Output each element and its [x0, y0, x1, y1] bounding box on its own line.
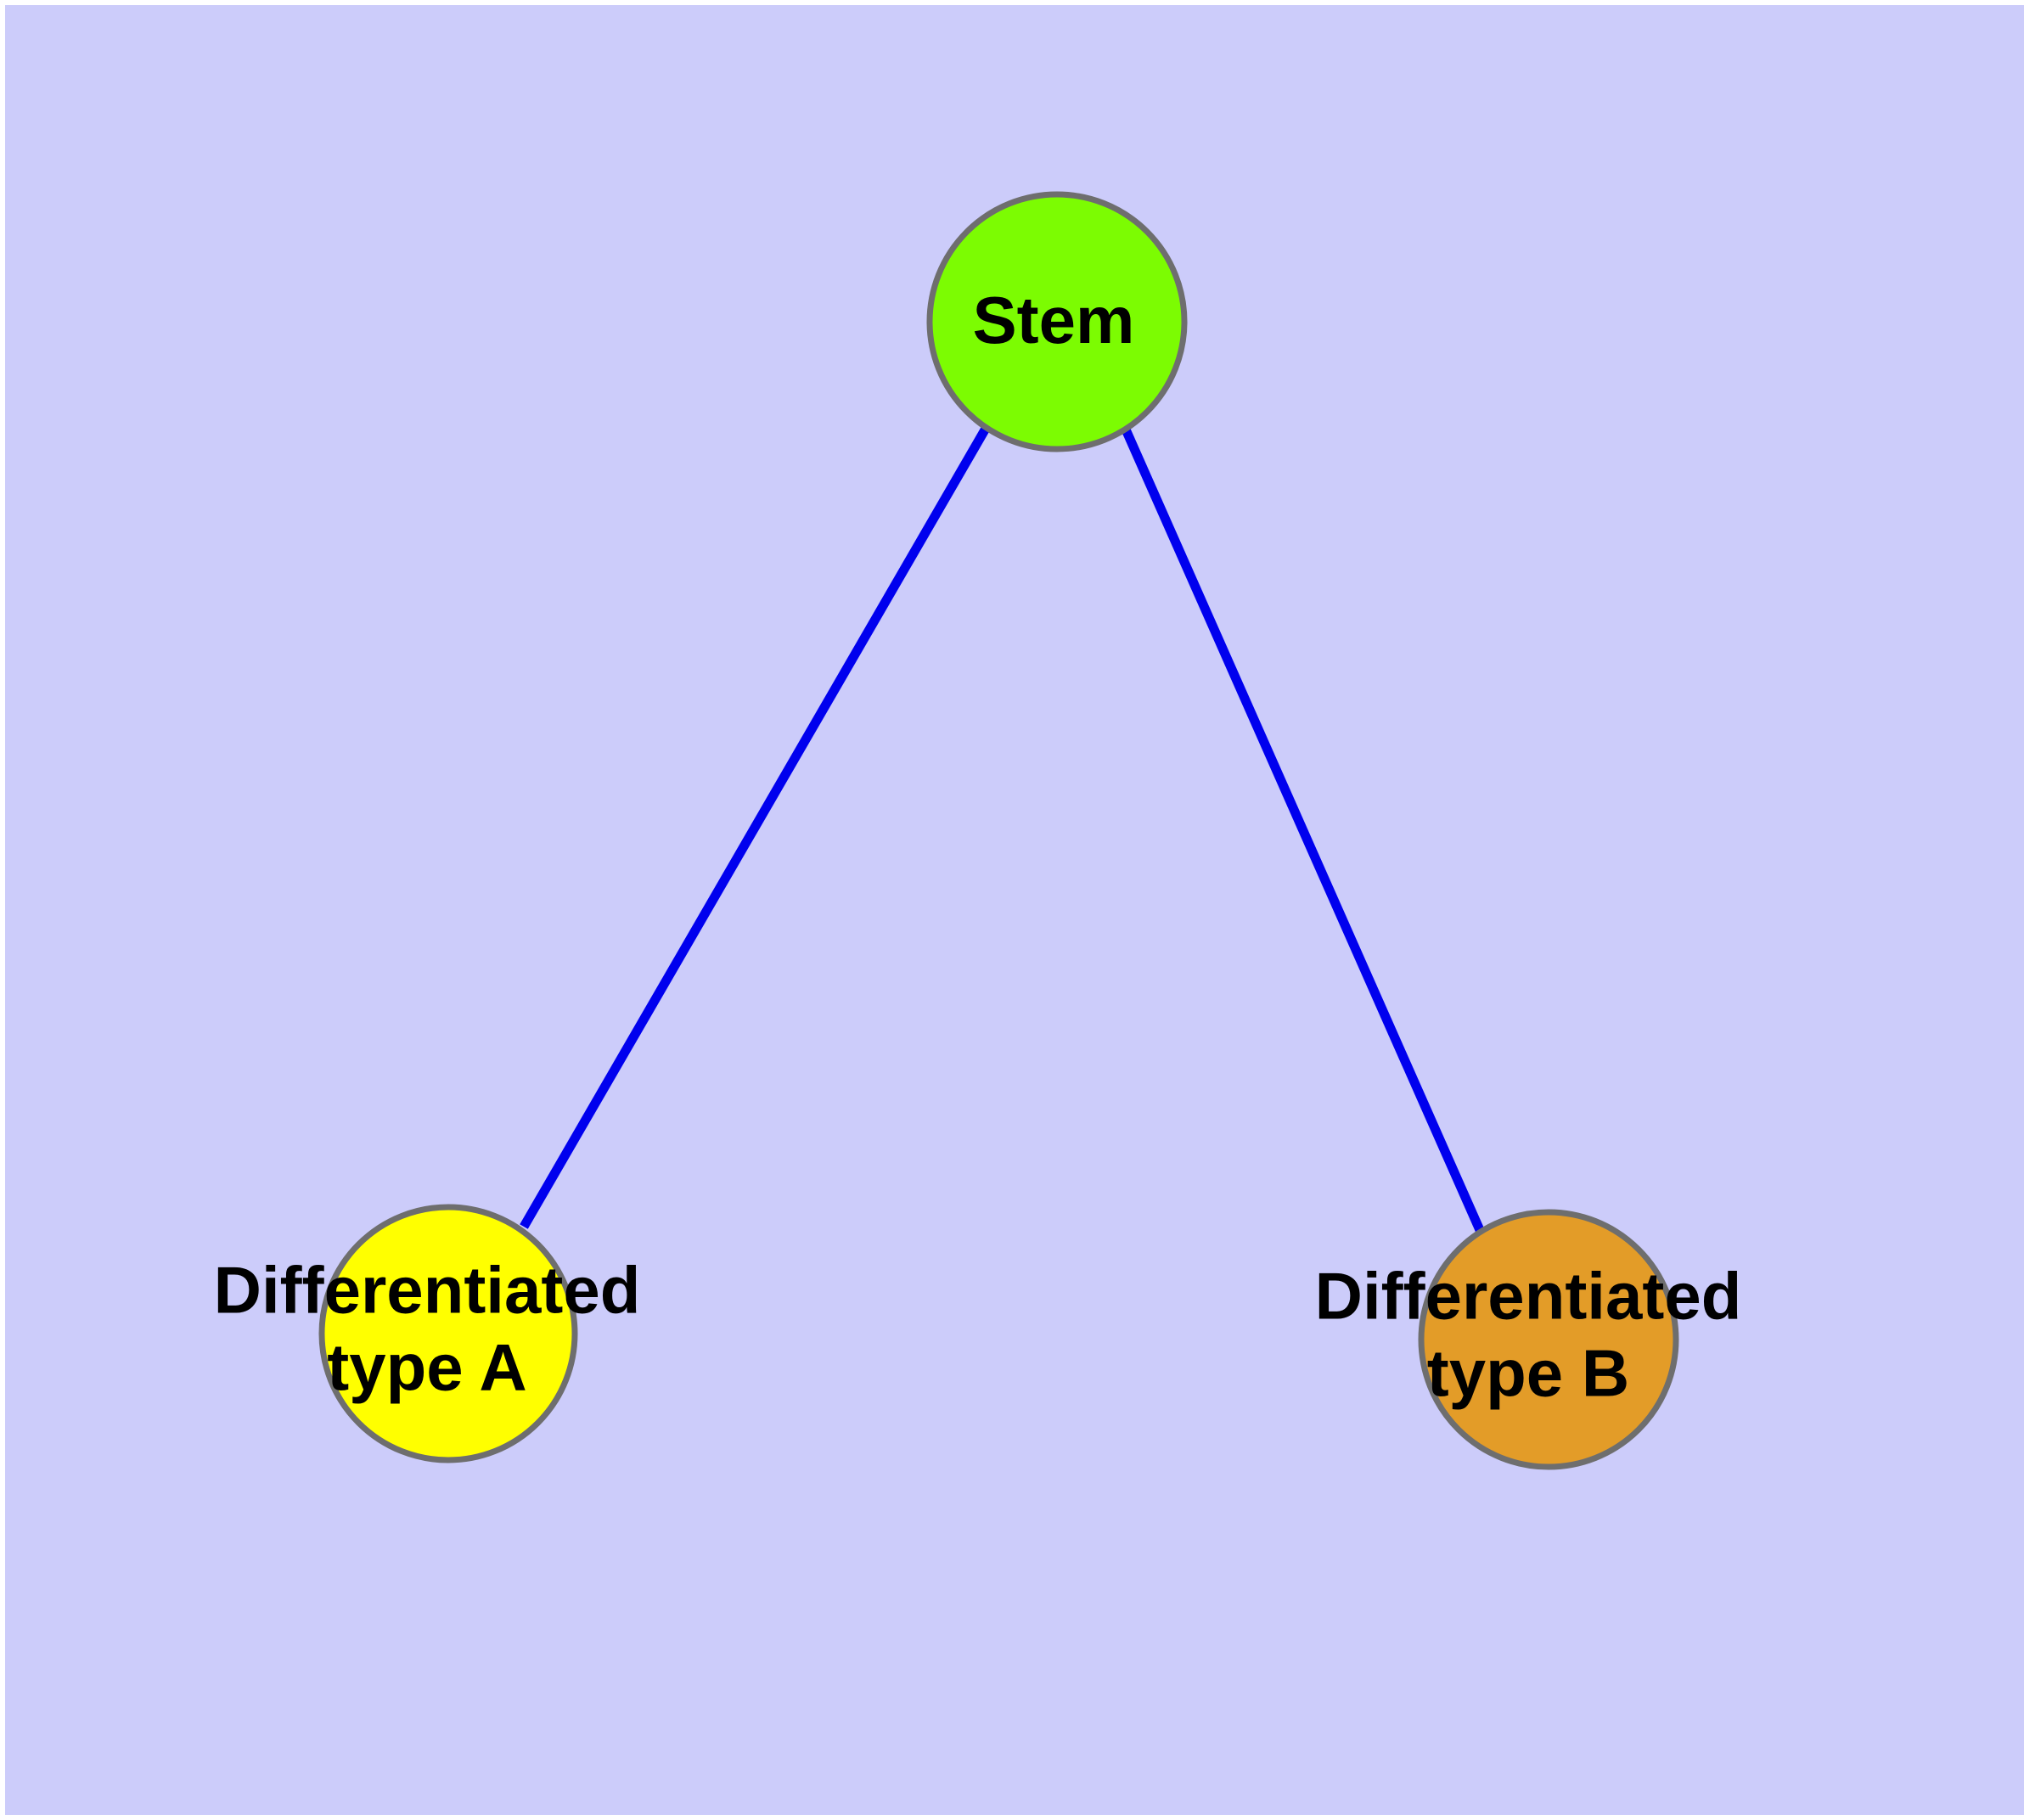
node-label-line: Differentiated — [1315, 1258, 1742, 1333]
graph-edge-stem-diff_b[interactable] — [1121, 427, 1485, 1233]
node-label-line: Stem — [973, 283, 1135, 357]
edge-layer — [520, 424, 1485, 1233]
node-label-line: type B — [1427, 1335, 1629, 1410]
node-label-line: type A — [327, 1329, 527, 1404]
node-circle-diff_a[interactable] — [318, 1204, 578, 1463]
node-label-line: Differentiated — [214, 1252, 641, 1327]
node-circle-diff_b[interactable] — [1418, 1209, 1679, 1470]
graph-edge-stem-diff_a[interactable] — [520, 424, 991, 1229]
graph-node-stem[interactable]: Stem — [926, 191, 1188, 452]
node-label-stem: Stem — [973, 283, 1135, 357]
node-circle-stem[interactable] — [926, 191, 1188, 452]
